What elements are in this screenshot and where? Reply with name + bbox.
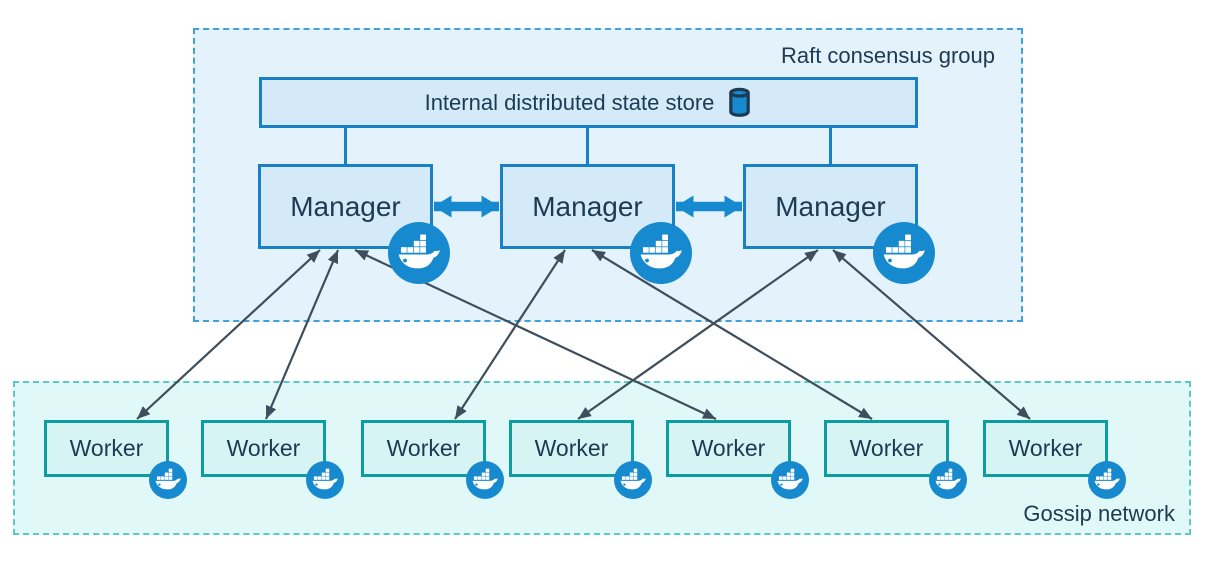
worker-node-3: Worker <box>361 420 486 477</box>
worker-node-5: Worker <box>666 420 791 477</box>
docker-whale-icon <box>388 222 450 284</box>
database-cylinder-icon <box>727 87 752 118</box>
worker-node-1: Worker <box>44 420 169 477</box>
manager-label: Manager <box>290 190 401 222</box>
gossip-network-label: Gossip network <box>1023 501 1175 526</box>
docker-whale-icon <box>873 222 935 284</box>
manager-node-3: Manager <box>743 164 918 249</box>
worker-node-7: Worker <box>983 420 1108 477</box>
docker-whale-icon <box>771 461 809 499</box>
worker-node-6: Worker <box>824 420 949 477</box>
state-store-node: Internal distributed state store <box>259 77 918 128</box>
docker-whale-icon <box>306 461 344 499</box>
worker-label: Worker <box>849 435 924 461</box>
worker-label: Worker <box>691 435 766 461</box>
docker-whale-icon <box>614 461 652 499</box>
docker-whale-icon <box>466 461 504 499</box>
docker-whale-icon <box>630 222 692 284</box>
manager-label: Manager <box>775 190 886 222</box>
manager-node-1: Manager <box>258 164 433 249</box>
worker-node-2: Worker <box>201 420 326 477</box>
worker-node-4: Worker <box>509 420 634 477</box>
worker-label: Worker <box>386 435 461 461</box>
docker-whale-icon <box>1088 461 1126 499</box>
manager-label: Manager <box>532 190 643 222</box>
worker-label: Worker <box>69 435 144 461</box>
docker-whale-icon <box>929 461 967 499</box>
worker-label: Worker <box>534 435 609 461</box>
manager-node-2: Manager <box>500 164 675 249</box>
worker-label: Worker <box>226 435 301 461</box>
raft-group-label: Raft consensus group <box>780 43 995 68</box>
state-store-label: Internal distributed state store <box>424 89 715 115</box>
docker-whale-icon <box>149 461 187 499</box>
worker-label: Worker <box>1008 435 1083 461</box>
